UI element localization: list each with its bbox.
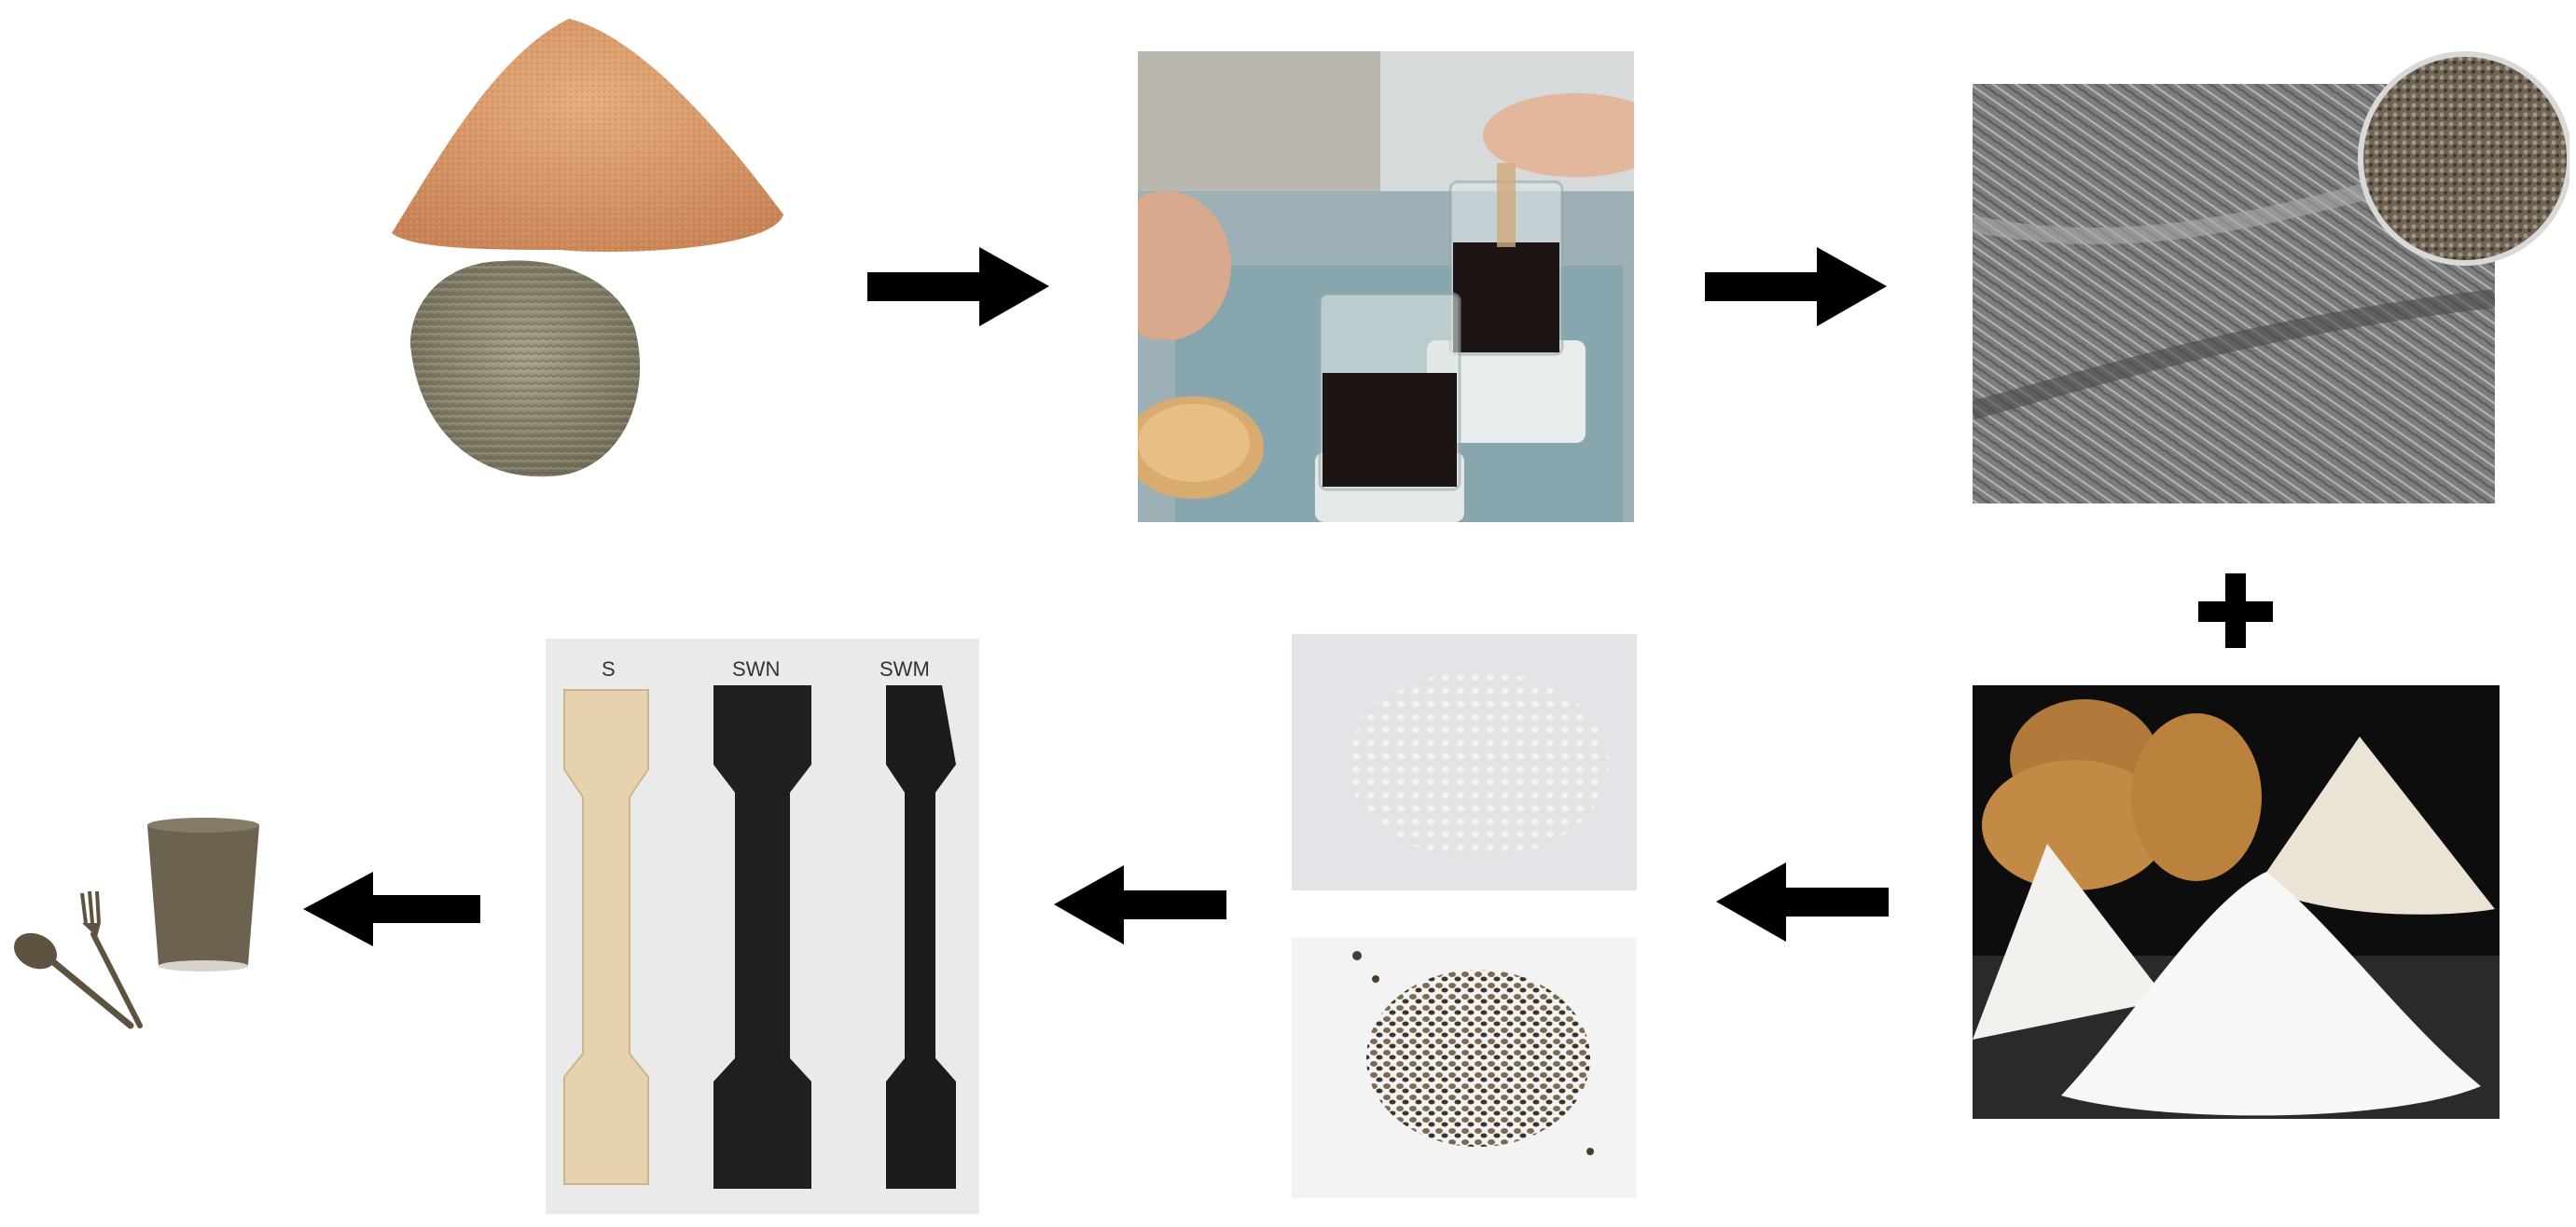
biodegradable-products-image: [0, 811, 280, 1044]
beaker-on-stirrer-icon: [1138, 51, 1634, 522]
pellets-icon: [1292, 937, 1637, 1198]
arrow-left-icon: [1054, 865, 1226, 944]
starch-powder-photo: [1973, 685, 2500, 1119]
specimen-label-swm: SWM: [879, 657, 930, 681]
sem-fiber-micrograph: [1973, 19, 2569, 508]
arrow-right-icon: [867, 247, 1049, 326]
lab-treatment-photo: [1138, 51, 1634, 522]
dogbone-specimen-icon: S SWN SWM: [546, 639, 979, 1214]
cutlery-and-cup-icon: [13, 818, 259, 1029]
tensile-specimens-photo: S SWN SWM: [546, 639, 979, 1214]
potato-starch-icon: [1973, 685, 2500, 1119]
arrow-right-icon: [1705, 247, 1887, 326]
pellets-icon: [1292, 634, 1637, 890]
arrow-left-icon: [1716, 862, 1889, 942]
starch-pellets-photo: [1292, 634, 1637, 890]
specimen-label-swn: SWN: [732, 657, 780, 681]
arrow-left-icon: [303, 872, 480, 946]
sawdust-and-fiber-pile-icon: [392, 19, 783, 477]
plus-icon: [2198, 573, 2273, 648]
microscope-fiber-icon: [1973, 51, 2569, 503]
specimen-label-s: S: [602, 657, 616, 681]
fiber-pellets-photo: [1292, 937, 1637, 1198]
raw-materials-image: [373, 0, 802, 503]
